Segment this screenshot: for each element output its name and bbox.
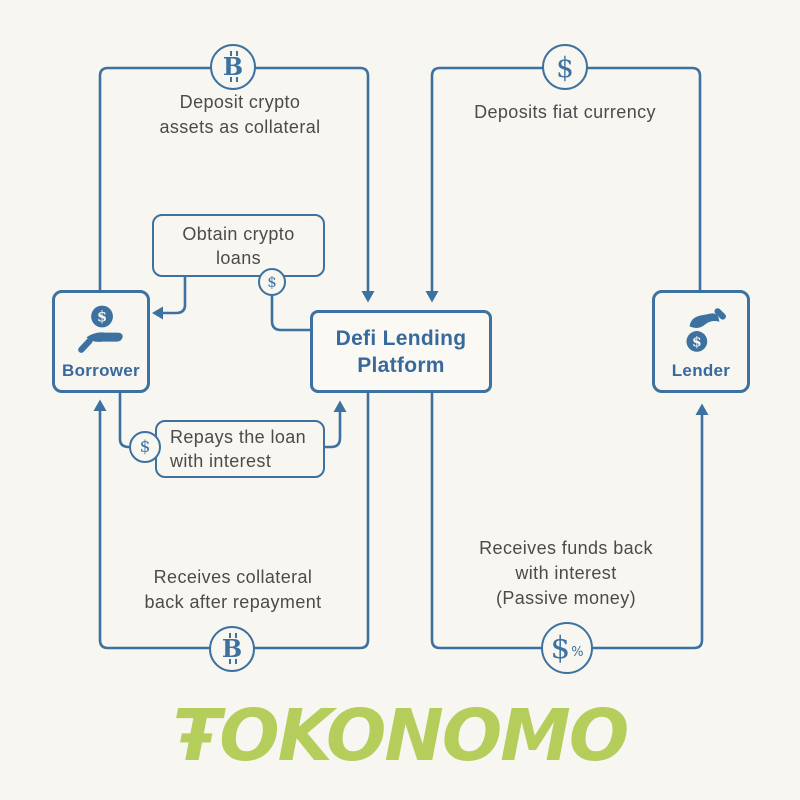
flow-repays-line-left: [118, 393, 158, 449]
dollar-glyph: $: [139, 437, 151, 457]
arrowhead-into-borrower-right: [152, 306, 163, 320]
label-line: Repays the loan: [170, 427, 307, 447]
label-line: Deposit crypto: [179, 92, 301, 112]
arrowhead-into-platform-bottom: [333, 400, 347, 412]
label-line: Deposits fiat currency: [474, 102, 656, 122]
bitcoin-icon: B: [210, 44, 256, 90]
label-line: with interest: [515, 563, 617, 583]
dollar-glyph: $: [267, 273, 277, 291]
label-line: back after repayment: [144, 592, 322, 612]
dollar-icon: $: [258, 268, 286, 296]
label-line: Receives collateral: [153, 567, 313, 587]
arrowhead-into-platform-left: [361, 291, 375, 303]
arrowhead-into-platform-right: [425, 291, 439, 303]
percent-glyph: %: [571, 644, 584, 660]
dollar-glyph: $: [97, 308, 107, 325]
label-deposit-fiat: Deposits fiat currency: [430, 100, 700, 125]
borrower-node: $ Borrower: [52, 290, 150, 393]
arrowhead-into-borrower-bottom: [93, 399, 107, 411]
dollar-glyph: $: [692, 334, 702, 350]
dollar-glyph: $: [556, 50, 574, 84]
dollar-icon: $: [542, 44, 588, 90]
defi-lending-platform-node: Defi Lending Platform: [310, 310, 492, 393]
label-line: assets as collateral: [159, 117, 321, 137]
flow-obtain-loans-line: [270, 284, 310, 332]
bitcoin-icon: B: [209, 626, 255, 672]
tokonomo-logo: ŦOKONOMO: [172, 694, 629, 777]
label-line: Receives funds back: [479, 538, 653, 558]
hand-receiving-dollar-icon: $: [78, 305, 123, 353]
lender-node: $ Lender: [652, 290, 750, 393]
label-receive-collateral: Receives collateral back after repayment: [95, 565, 371, 615]
platform-label-line: Defi Lending: [335, 326, 467, 350]
bitcoin-glyph: B: [222, 51, 244, 82]
hand-giving-dollar-icon: $: [686, 307, 726, 352]
obtain-crypto-loans-box: Obtain crypto loans: [152, 214, 325, 277]
flow-repays-line-right: [325, 412, 342, 449]
label-line: (Passive money): [495, 588, 637, 608]
borrower-label: Borrower: [62, 360, 140, 380]
dollar-glyph: $: [550, 630, 571, 666]
repays-loan-box: Repays the loan with interest: [155, 420, 325, 478]
label-receive-funds: Receives funds back with interest (Passi…: [430, 536, 702, 611]
platform-label-line: Platform: [357, 353, 445, 377]
arrowhead-into-lender-bottom: [695, 403, 709, 415]
bitcoin-glyph: B: [221, 633, 243, 664]
label-deposit-collateral: Deposit crypto assets as collateral: [100, 90, 380, 140]
label-line: loans: [215, 247, 262, 268]
dollar-percent-icon: $%: [541, 622, 593, 674]
label-line: with interest: [170, 451, 272, 471]
flow-obtain-loans-arrow-line: [162, 277, 187, 315]
lender-label: Lender: [671, 360, 731, 380]
label-line: Obtain crypto: [182, 223, 295, 244]
dollar-icon: $: [129, 431, 161, 463]
